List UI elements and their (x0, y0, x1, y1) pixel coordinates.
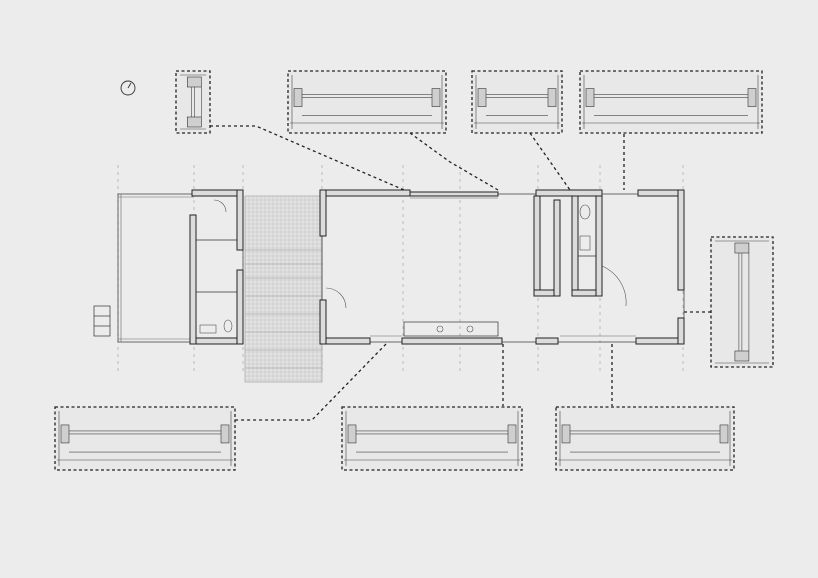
detail-callouts (54, 70, 774, 471)
detail-callout-1 (175, 70, 211, 134)
detail-callout-4 (579, 70, 763, 134)
leader-lines (210, 125, 712, 421)
main-volume (319, 189, 685, 345)
detail-callout-2 (287, 70, 447, 134)
detail-callout-6 (54, 406, 236, 471)
detail-callout-8 (555, 406, 735, 471)
left-pavilion (93, 189, 244, 345)
detail-callout-7 (341, 406, 523, 471)
deck-grating (244, 195, 323, 383)
detail-callout-3 (471, 70, 563, 134)
north-arrow-icon (120, 80, 136, 96)
detail-callout-5 (710, 236, 774, 368)
